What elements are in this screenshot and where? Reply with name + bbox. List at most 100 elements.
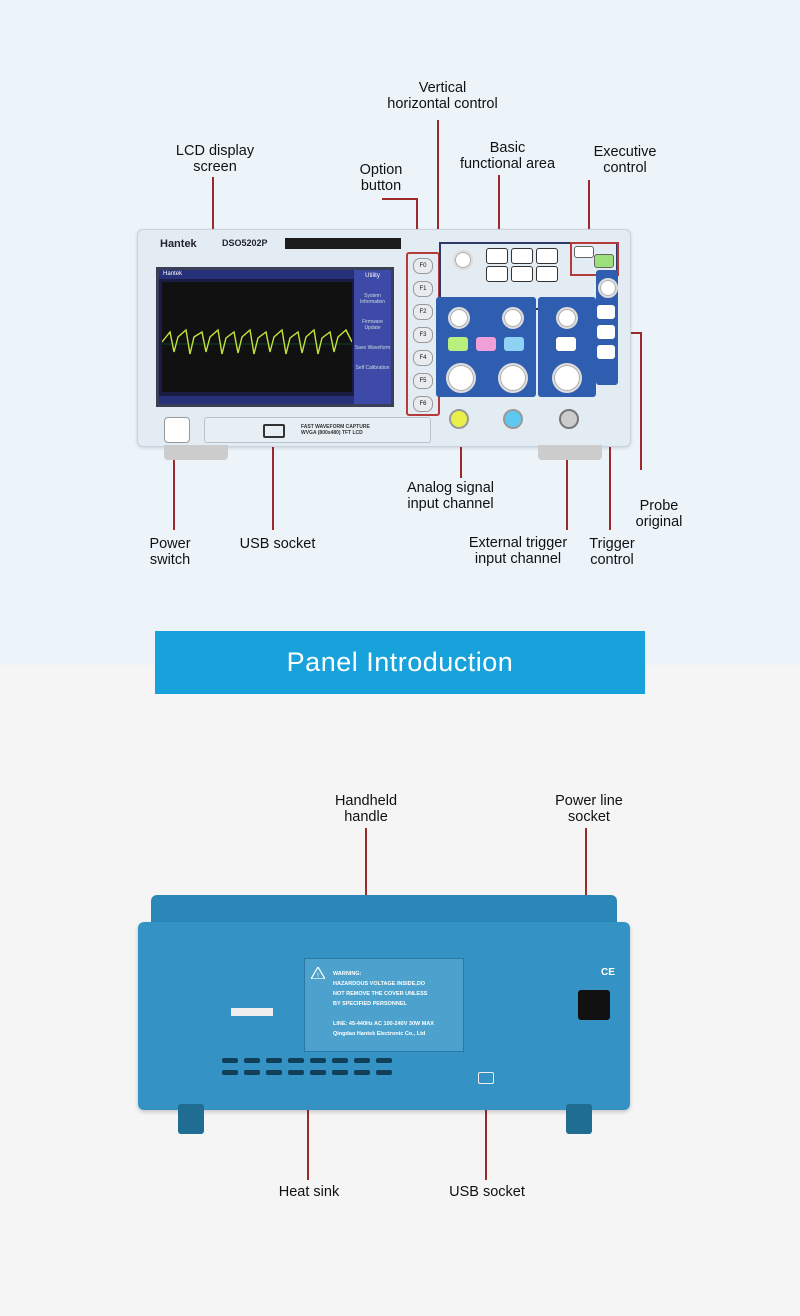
- callout-line-basic: [498, 175, 500, 241]
- label-trigger-control: Trigger control: [589, 536, 635, 568]
- oscilloscope-rear-panel: ! WARNING: HAZARDOUS VOLTAGE INSIDE,DO N…: [138, 922, 630, 1110]
- rear-left-foot: [178, 1104, 204, 1134]
- multi-function-knob[interactable]: [453, 250, 473, 270]
- heat-sink-vent: [376, 1070, 392, 1075]
- brand-logo: Hantek: [160, 238, 197, 250]
- heat-sink-vent: [376, 1058, 392, 1063]
- rear-right-foot: [566, 1104, 592, 1134]
- lcd-status-bar: Hantek: [159, 270, 354, 279]
- trigger-level-knob[interactable]: [598, 278, 618, 298]
- function-button[interactable]: [486, 248, 508, 264]
- heat-sink-vent: [310, 1058, 326, 1063]
- ext-trig-bnc-input[interactable]: [559, 409, 579, 429]
- ch1-position-knob[interactable]: [448, 307, 470, 329]
- sec-div-knob[interactable]: [552, 363, 582, 393]
- input-channels-area: [443, 398, 593, 432]
- ch1-bnc-input[interactable]: [449, 409, 469, 429]
- f1-button[interactable]: F1: [413, 281, 433, 297]
- lcd-menu-title: Utility: [365, 273, 380, 279]
- serial-barcode: [231, 1008, 273, 1016]
- callout-line-usb-rear: [485, 1085, 487, 1180]
- ch1-menu-button[interactable]: [448, 337, 468, 351]
- label-option-button: Option button: [359, 162, 403, 194]
- power-switch-button[interactable]: [164, 417, 190, 443]
- f0-button[interactable]: F0: [413, 258, 433, 274]
- f2-button[interactable]: F2: [413, 304, 433, 320]
- svg-text:!: !: [317, 973, 319, 980]
- callout-line-option-v: [416, 198, 418, 250]
- heat-sink-vent: [354, 1058, 370, 1063]
- trigger-control-panel: [596, 270, 618, 385]
- callout-line-handle: [365, 828, 367, 923]
- heat-sink-vent: [222, 1058, 238, 1063]
- function-button[interactable]: [511, 248, 533, 264]
- ch2-bnc-input[interactable]: [503, 409, 523, 429]
- warning-triangle-icon: !: [311, 967, 325, 979]
- label-vertical-horizontal-control: Vertical horizontal control: [387, 80, 498, 112]
- label-executive-control: Executive control: [593, 144, 657, 176]
- function-button[interactable]: [486, 266, 508, 282]
- auto-set-button[interactable]: [574, 246, 594, 258]
- callout-line-heat-sink: [307, 1085, 309, 1180]
- label-external-trigger: External trigger input channel: [468, 535, 568, 567]
- model-badge: [285, 238, 401, 249]
- callout-line-ext-trigger: [566, 420, 568, 530]
- f4-button[interactable]: F4: [413, 350, 433, 366]
- label-lcd-display: LCD display screen: [175, 143, 255, 175]
- lcd-screen: Hantek Utility System Information Firmwa…: [156, 267, 394, 407]
- set-to-50-button[interactable]: [597, 325, 615, 339]
- force-trig-button[interactable]: [597, 345, 615, 359]
- horizontal-menu-button[interactable]: [556, 337, 576, 351]
- heat-sink-vent: [288, 1070, 304, 1075]
- callout-line-option-h: [382, 198, 417, 200]
- f5-button[interactable]: F5: [413, 373, 433, 389]
- ch1-volts-knob[interactable]: [446, 363, 476, 393]
- warning-text: WARNING: HAZARDOUS VOLTAGE INSIDE,DO NOT…: [333, 971, 434, 1037]
- label-usb-socket-front: USB socket: [239, 536, 316, 552]
- ch2-position-knob[interactable]: [502, 307, 524, 329]
- front-left-foot: [164, 445, 228, 460]
- label-heat-sink: Heat sink: [278, 1184, 340, 1200]
- callout-line-probe: [640, 332, 642, 470]
- callout-line-trigger: [609, 420, 611, 530]
- label-probe-original: Probe original: [635, 498, 683, 530]
- f3-button[interactable]: F3: [413, 327, 433, 343]
- f6-button[interactable]: F6: [413, 396, 433, 412]
- usb-host-port[interactable]: [263, 424, 285, 438]
- heat-sink-vent: [310, 1070, 326, 1075]
- panel-introduction-banner: Panel Introduction: [155, 631, 645, 694]
- run-stop-button[interactable]: [594, 254, 614, 268]
- executive-control-area: [570, 242, 619, 276]
- trigger-menu-button[interactable]: [597, 305, 615, 319]
- rear-handle-top: [151, 895, 617, 925]
- lcd-menu-item: Save Waveform: [354, 345, 391, 351]
- usb-panel: FAST WAVEFORM CAPTURE WVGA (800x480) TFT…: [204, 417, 431, 443]
- callout-line-vertical: [437, 120, 439, 300]
- heat-sink-vent: [222, 1070, 238, 1075]
- callout-line-power: [173, 430, 175, 530]
- ch2-volts-knob[interactable]: [498, 363, 528, 393]
- function-button[interactable]: [511, 266, 533, 282]
- label-basic-functional-area: Basic functional area: [459, 140, 556, 172]
- function-button[interactable]: [536, 266, 558, 282]
- heat-sink-vent: [332, 1070, 348, 1075]
- ch2-menu-button[interactable]: [504, 337, 524, 351]
- heat-sink-vent: [266, 1058, 282, 1063]
- lcd-brand: Hantek: [163, 271, 183, 277]
- label-analog-input: Analog signal input channel: [406, 480, 495, 512]
- lcd-waveform-area: [161, 282, 353, 392]
- math-menu-button[interactable]: [476, 337, 496, 351]
- label-handheld-handle: Handheld handle: [334, 793, 398, 825]
- oscilloscope-front-panel: Hantek DSO5202P Hantek Utility System In…: [137, 229, 631, 447]
- lcd-bottom-bar: [159, 396, 354, 404]
- usb-device-port[interactable]: [478, 1072, 494, 1084]
- function-button[interactable]: [536, 248, 558, 264]
- front-right-foot: [538, 445, 602, 460]
- usb-panel-text: FAST WAVEFORM CAPTURE WVGA (800x480) TFT…: [301, 424, 370, 436]
- power-line-socket[interactable]: [578, 990, 610, 1020]
- warning-label: ! WARNING: HAZARDOUS VOLTAGE INSIDE,DO N…: [304, 958, 615, 1052]
- label-usb-socket-rear: USB socket: [449, 1184, 525, 1200]
- heat-sink-vent: [332, 1058, 348, 1063]
- horizontal-position-knob[interactable]: [556, 307, 578, 329]
- model-name: DSO5202P: [222, 238, 268, 248]
